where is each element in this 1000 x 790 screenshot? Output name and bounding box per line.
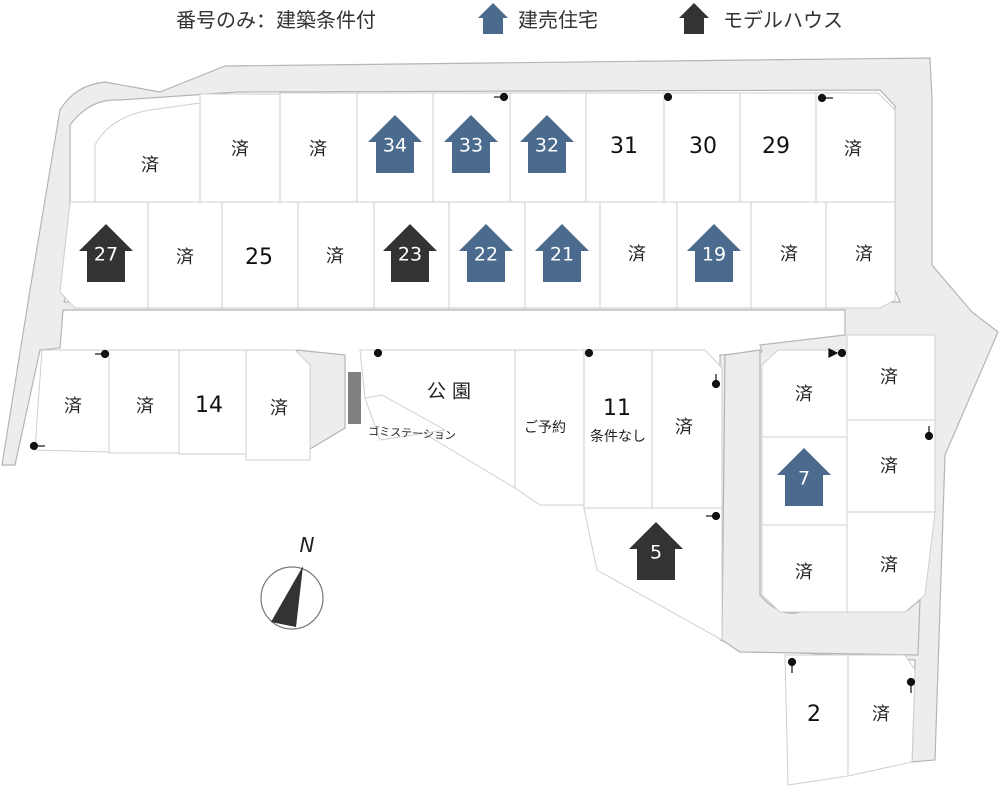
label-r1-1: 済 xyxy=(141,155,159,176)
block-top xyxy=(59,92,896,309)
label-no-condition: 条件なし xyxy=(590,428,646,445)
label-l-14: 14 xyxy=(195,393,223,418)
label-r2-8: 済 xyxy=(628,244,646,265)
label-r1-32: 32 xyxy=(535,135,559,157)
compass-north-label: N xyxy=(300,533,315,557)
label-r2-2: 済 xyxy=(176,247,194,268)
label-r2-23: 23 xyxy=(398,244,422,266)
label-r1-30: 30 xyxy=(689,134,717,159)
lot-r2-10 xyxy=(750,201,827,309)
label-garbage-station: ゴミステーション xyxy=(368,424,456,443)
lot-r2-25 xyxy=(221,201,299,309)
pin-icon xyxy=(373,348,383,358)
label-e-2: 済 xyxy=(880,456,898,477)
pin-icon xyxy=(494,92,509,102)
lot-r2-2 xyxy=(147,201,223,309)
utility-pins xyxy=(29,92,934,693)
pin-icon xyxy=(906,677,916,693)
lot-garbage-strip xyxy=(364,394,447,441)
block-middle xyxy=(348,349,723,641)
label-r2-27: 27 xyxy=(94,244,118,266)
label-r1-29: 29 xyxy=(762,134,790,159)
pin-icon xyxy=(663,92,673,102)
lot-r2-11 xyxy=(825,201,896,309)
lot-r1-1 xyxy=(94,102,201,203)
pin-icon xyxy=(828,348,847,358)
compass: N xyxy=(260,533,324,630)
label-r2-22: 22 xyxy=(474,244,498,266)
label-m-5: 5 xyxy=(650,542,662,564)
label-r1-3: 済 xyxy=(309,139,327,160)
road-segment xyxy=(721,349,921,656)
pin-icon xyxy=(817,93,833,103)
label-r1-2: 済 xyxy=(231,139,249,160)
legend-built-for-sale: 建売住宅 xyxy=(518,8,598,32)
label-r2-21: 21 xyxy=(550,244,574,266)
lot-r2-4 xyxy=(297,201,375,309)
lot-reserved xyxy=(514,349,585,506)
lot-labels: 済 済 済 34 33 32 31 30 29 済 27 済 25 済 23 2… xyxy=(64,134,898,727)
legend-model-icon xyxy=(679,3,709,34)
label-c-3: 済 xyxy=(795,562,813,583)
legend: 番号のみ：建築条件付 建売住宅 モデルハウス xyxy=(176,3,843,34)
lot-r1-29 xyxy=(739,92,817,203)
label-r2-11: 済 xyxy=(855,244,873,265)
label-e-3: 済 xyxy=(880,555,898,576)
legend-number-only: 番号のみ：建築条件付 xyxy=(176,8,376,32)
label-r1-10: 済 xyxy=(844,139,862,160)
block-east xyxy=(846,334,936,613)
lot-r2-8 xyxy=(599,201,678,309)
label-l-2: 済 xyxy=(136,396,154,417)
label-m-sumi: 済 xyxy=(675,417,693,438)
label-c-7: 7 xyxy=(798,468,810,490)
pin-icon xyxy=(706,511,721,521)
lot-m-sumi xyxy=(651,349,723,509)
pin-icon xyxy=(924,426,934,441)
label-b-sumi: 済 xyxy=(872,704,890,725)
label-l-1: 済 xyxy=(64,396,82,417)
label-c-1: 済 xyxy=(795,384,813,405)
lot-r1-30 xyxy=(663,92,741,203)
garbage-station-marker xyxy=(348,372,361,424)
pin-icon xyxy=(787,657,797,673)
lot-l-4 xyxy=(245,349,311,461)
pin-icon xyxy=(95,349,110,359)
compass-needle-icon xyxy=(271,566,303,627)
lot-l-2 xyxy=(108,349,180,454)
label-r2-4: 済 xyxy=(326,246,344,267)
lot-r1-10 xyxy=(815,92,896,203)
label-m-11: 11 xyxy=(603,396,631,421)
label-l-4: 済 xyxy=(270,398,288,419)
legend-built-icon xyxy=(478,3,508,34)
label-r1-34: 34 xyxy=(383,135,407,157)
label-e-1: 済 xyxy=(880,367,898,388)
lot-b-sumi xyxy=(847,654,916,777)
lot-r1-31 xyxy=(585,92,665,203)
block-left xyxy=(34,349,311,461)
label-r1-31: 31 xyxy=(610,134,638,159)
block-center xyxy=(761,349,848,613)
lot-e-3 xyxy=(846,511,936,613)
label-park: 公園 xyxy=(427,381,477,403)
label-r2-19: 19 xyxy=(702,244,726,266)
legend-model-house: モデルハウス xyxy=(723,8,843,32)
label-b-2: 2 xyxy=(807,702,821,727)
lot-m-11 xyxy=(583,349,653,509)
label-reserved: ご予約 xyxy=(524,420,566,436)
pin-icon xyxy=(29,441,45,451)
pin-icon xyxy=(584,348,594,358)
label-r2-25: 25 xyxy=(245,245,273,270)
lot-c-3 xyxy=(761,524,848,613)
block-bottom xyxy=(784,654,916,786)
label-r1-33: 33 xyxy=(459,135,483,157)
label-r2-10: 済 xyxy=(780,244,798,265)
lot-l-14 xyxy=(178,349,247,455)
pin-icon xyxy=(711,374,721,389)
